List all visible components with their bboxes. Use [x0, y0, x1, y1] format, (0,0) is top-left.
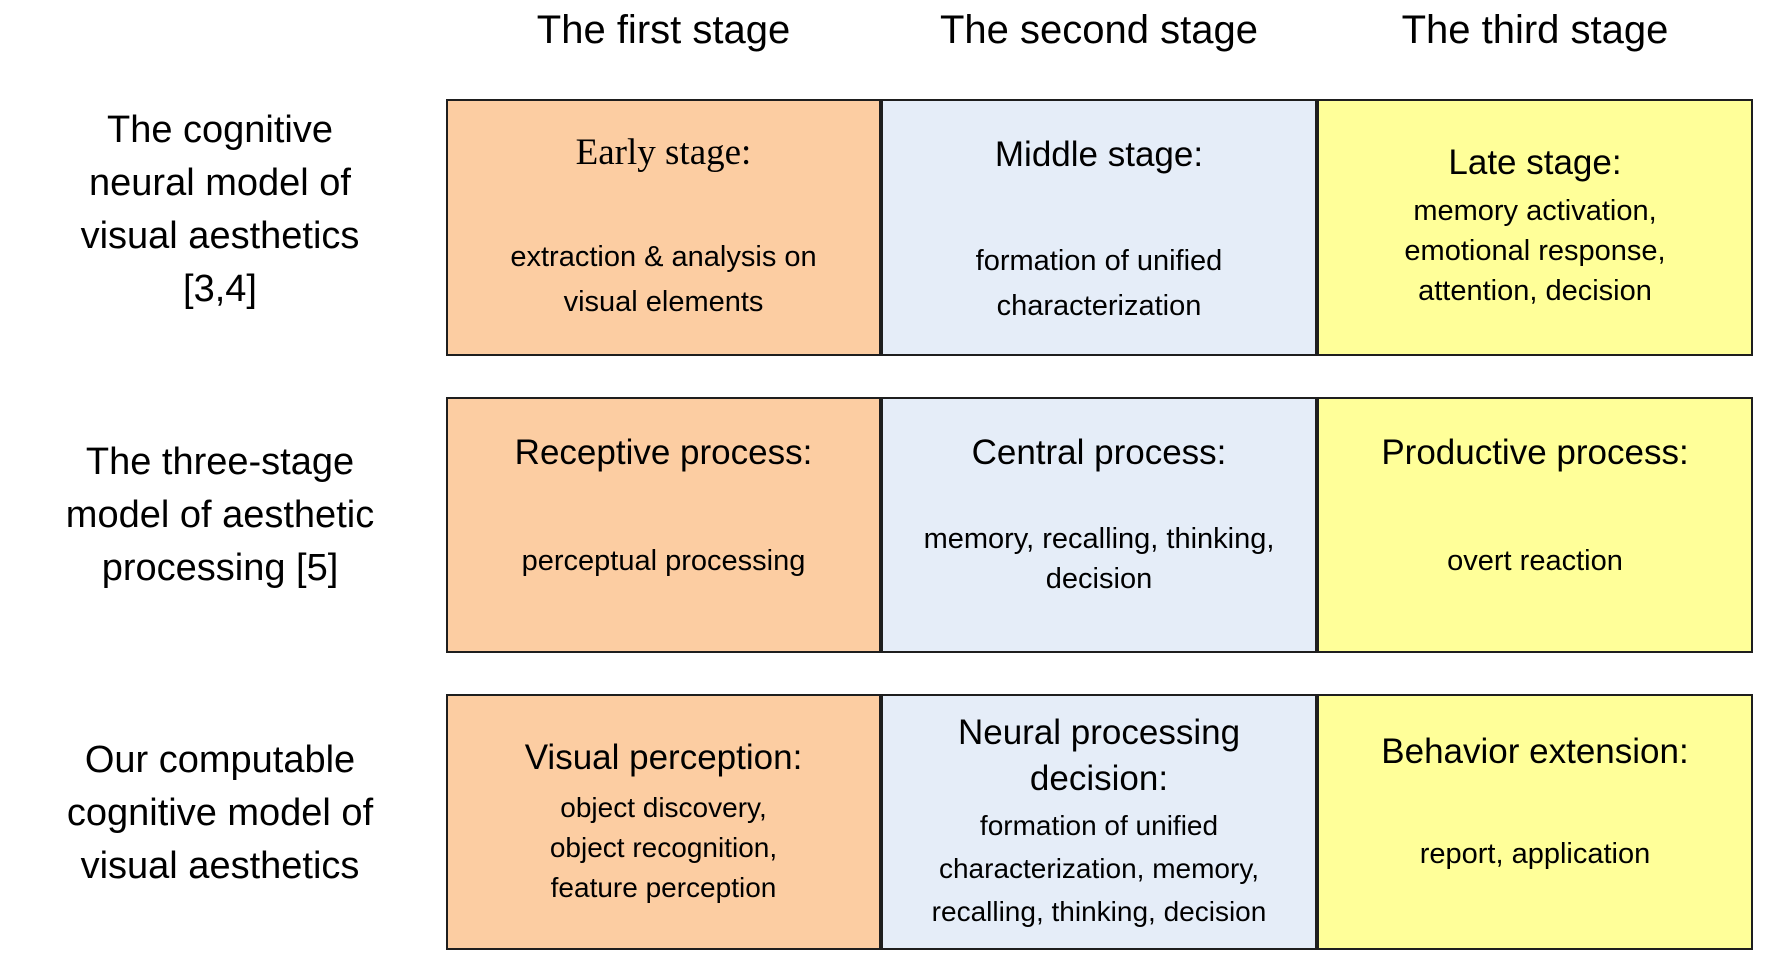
cell-central-process: Central process: memory, recalling, thin…	[881, 397, 1317, 653]
cell-title: Early stage:	[575, 132, 752, 173]
cell-body: overt reaction	[1319, 539, 1751, 584]
cell-body-line: overt reaction	[1447, 545, 1623, 577]
cell-title-line: Neural processing	[957, 713, 1241, 752]
row-label-line: [3,4]	[183, 268, 257, 310]
column-header-second-stage: The second stage	[940, 8, 1258, 52]
row-label-three-stage-model: The three-stage model of aesthetic proce…	[0, 436, 440, 595]
cell-title: Productive process:	[1381, 433, 1689, 472]
cell-title: Behavior extension:	[1381, 732, 1689, 771]
row-label-cognitive-neural-model: The cognitive neural model of visual aes…	[0, 104, 440, 316]
cell-title: Central process:	[971, 433, 1227, 472]
cell-body: formation of unified characterization, m…	[883, 804, 1315, 933]
cell-behavior-extension: Behavior extension: report, application	[1317, 694, 1753, 950]
cell-body-line: formation of unified	[979, 810, 1219, 841]
cell-neural-processing-decision: Neural processing decision: formation of…	[881, 694, 1317, 950]
cell-receptive-process: Receptive process: perceptual processing	[446, 397, 881, 653]
cell-body-line: characterization, memory,	[938, 853, 1260, 884]
row-label-line: model of aesthetic	[65, 494, 375, 536]
cell-body-line: memory activation,	[1413, 195, 1657, 227]
row-label-line: neural model of	[89, 162, 351, 204]
row-label-line: cognitive model of	[66, 792, 374, 834]
cell-body-line: extraction & analysis on	[510, 241, 817, 273]
cell-body-line: perceptual processing	[521, 545, 806, 577]
cell-title-line: decision:	[1029, 759, 1169, 798]
cell-title: Late stage:	[1448, 143, 1622, 182]
cell-productive-process: Productive process: overt reaction	[1317, 397, 1753, 653]
cell-body: extraction & analysis on visual elements	[448, 235, 879, 325]
cell-body: memory, recalling, thinking, decision	[883, 519, 1315, 599]
row-label-line: Our computable	[84, 739, 356, 781]
cell-body-line: emotional response,	[1404, 235, 1666, 267]
cell-body-line: decision	[1045, 563, 1153, 595]
cell-body: perceptual processing	[448, 539, 879, 584]
cell-body-line: visual elements	[563, 286, 764, 318]
cell-body-line: attention, decision	[1418, 275, 1652, 307]
row-label-our-computable-model: Our computable cognitive model of visual…	[0, 734, 440, 893]
cell-body: object discovery, object recognition, fe…	[448, 788, 879, 908]
row-label-line: The three-stage	[85, 441, 355, 483]
row-label-line: visual aesthetics	[80, 215, 360, 257]
cell-body: memory activation, emotional response, a…	[1319, 191, 1751, 311]
cell-body-line: object recognition,	[549, 832, 778, 863]
cell-title: Receptive process:	[514, 433, 813, 472]
cell-body-line: object discovery,	[560, 792, 767, 823]
cell-body-line: formation of unified	[975, 245, 1223, 277]
cell-body: report, application	[1319, 832, 1751, 877]
cell-title: Middle stage:	[994, 135, 1204, 174]
cell-title: Neural processing decision:	[883, 710, 1315, 802]
cell-middle-stage: Middle stage: formation of unified chara…	[881, 99, 1317, 356]
cell-body: formation of unified characterization	[883, 239, 1315, 329]
row-label-line: visual aesthetics	[80, 845, 360, 887]
cell-visual-perception: Visual perception: object discovery, obj…	[446, 694, 881, 950]
cell-early-stage: Early stage: extraction & analysis on vi…	[446, 99, 881, 356]
cell-body-line: report, application	[1419, 838, 1651, 870]
column-header-first-stage: The first stage	[536, 8, 791, 52]
cell-late-stage: Late stage: memory activation, emotional…	[1317, 99, 1753, 356]
cell-body-line: memory, recalling, thinking,	[923, 523, 1275, 555]
row-label-line: The cognitive	[106, 109, 333, 151]
cell-body-line: characterization	[996, 290, 1202, 322]
cell-body-line: recalling, thinking, decision	[931, 896, 1267, 927]
column-header-third-stage: The third stage	[1401, 8, 1669, 52]
cell-body-line: feature perception	[550, 872, 777, 903]
cell-title: Visual perception:	[524, 738, 803, 777]
row-label-line: processing [5]	[101, 547, 339, 589]
